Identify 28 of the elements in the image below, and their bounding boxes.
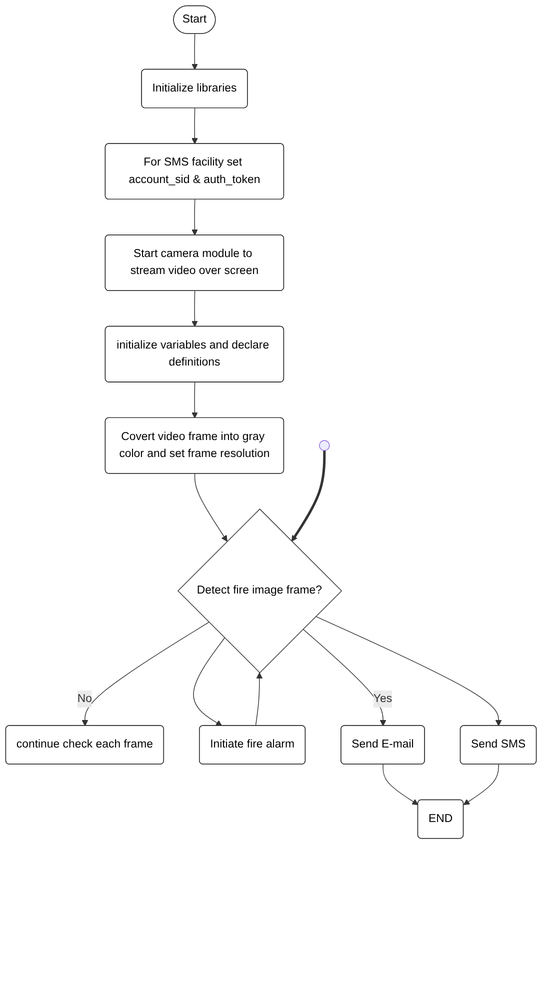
- process-box: Send SMS: [460, 725, 537, 764]
- decision-diamond: Detect fire image frame?: [177, 508, 342, 674]
- arrow: [291, 450, 326, 542]
- process-box: Initialize libraries: [141, 68, 248, 108]
- arrow: [82, 622, 210, 726]
- edge-label: Yes: [373, 690, 392, 708]
- process-box: For SMS facility set account_sid & auth_token: [104, 143, 284, 200]
- process-box: Start camera module to stream video over screen: [104, 234, 284, 291]
- process-box: Send E-mail: [340, 725, 425, 764]
- arrow: [255, 672, 263, 726]
- process-box: Initiate fire alarm: [199, 725, 306, 764]
- edge-label: No: [77, 690, 92, 708]
- process-box: Covert video frame into gray color and set frame resolution: [104, 417, 284, 474]
- arrow: [315, 616, 502, 726]
- arrow: [192, 290, 198, 327]
- start-terminal: Start: [173, 5, 216, 34]
- process-box: continue check each frame: [5, 725, 164, 764]
- arrow: [192, 199, 198, 236]
- arrow: [192, 34, 198, 70]
- arrow: [192, 108, 198, 144]
- arrow: [382, 764, 418, 806]
- process-box: END: [417, 799, 464, 839]
- arrow: [193, 638, 225, 726]
- arrow: [463, 764, 499, 806]
- arrow: [194, 473, 228, 542]
- arrow: [192, 382, 198, 418]
- process-box: initialize variables and declare definitions: [104, 326, 284, 382]
- arrow: [302, 628, 386, 726]
